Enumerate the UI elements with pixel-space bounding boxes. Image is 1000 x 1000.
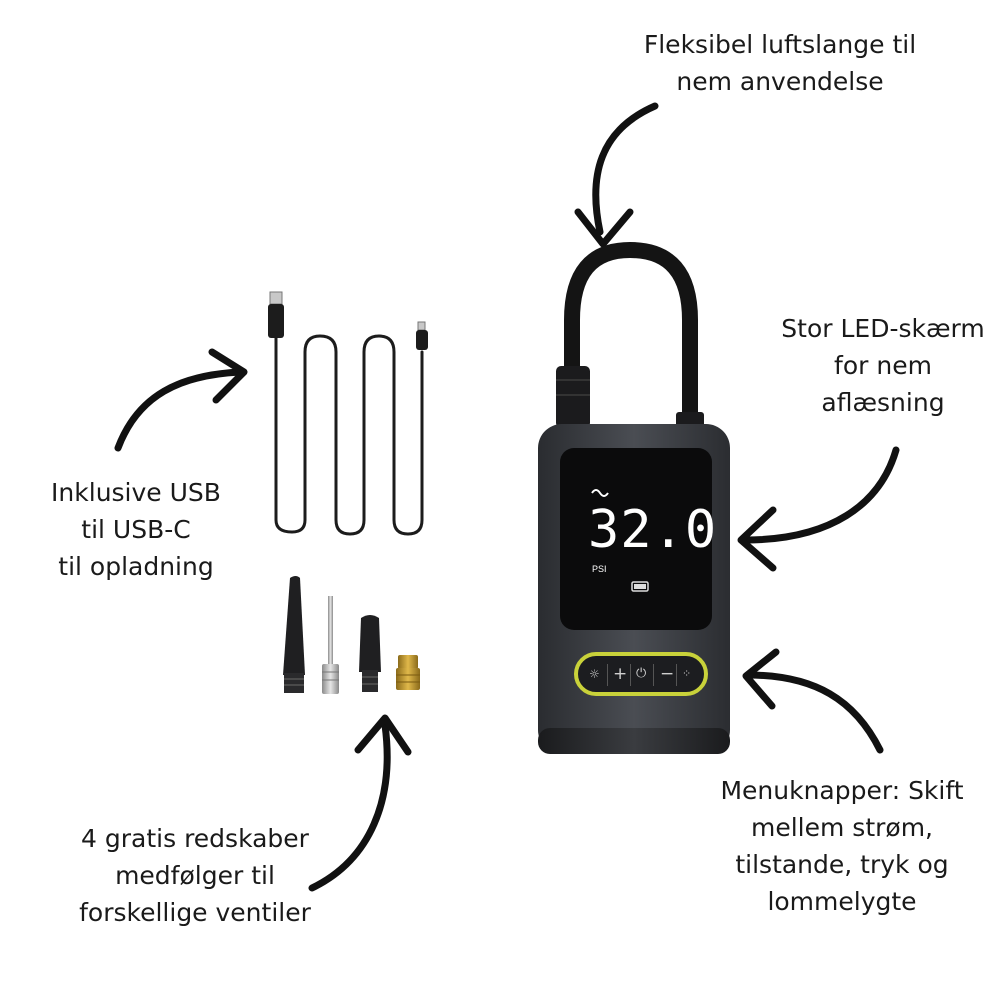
arrow-to-screen (737, 446, 900, 572)
minus-button[interactable]: − (653, 664, 676, 686)
pressure-unit: PSI (592, 564, 607, 574)
accessory-nozzles (283, 576, 420, 694)
caption-screen-line-2: for nem (834, 351, 932, 380)
mode-icon: ⁘ (682, 667, 692, 680)
power-button[interactable]: ⏻ (630, 664, 653, 686)
caption-usb-line-1: Inklusive USB (51, 478, 221, 507)
button-panel (574, 652, 708, 696)
caption-tools: 4 gratis redskaber medfølger til forskel… (40, 820, 350, 931)
caption-hose-line-1: Fleksibel luftslange til (643, 30, 917, 59)
air-hose (564, 241, 698, 428)
caption-screen-line-3: aflæsning (821, 388, 945, 417)
needle-nozzle (322, 596, 339, 694)
caption-buttons-line-4: lommelygte (767, 887, 917, 916)
caption-buttons-line-1: Menuknapper: Skift (720, 776, 964, 805)
usb-c-cable (268, 291, 428, 536)
caption-buttons: Menuknapper: Skift mellem strøm, tilstan… (690, 772, 994, 920)
tire-inflator (538, 241, 730, 754)
arrow-to-buttons (742, 648, 884, 754)
caption-buttons-line-2: mellem strøm, (750, 813, 933, 842)
arrow-to-cable (114, 348, 248, 452)
power-icon: ⏻ (636, 666, 647, 681)
caption-hose-line-2: nem anvendelse (676, 67, 884, 96)
arrow-to-hose (574, 102, 659, 248)
caption-usb: Inklusive USB til USB-C til opladning (26, 474, 246, 585)
arrow-to-tools (308, 714, 412, 892)
caption-hose: Fleksibel luftslange til nem anvendelse (600, 26, 960, 100)
caption-screen: Stor LED-skærm for nem aflæsning (770, 310, 996, 421)
caption-buttons-line-3: tilstande, tryk og (735, 850, 949, 879)
caption-usb-line-2: til USB-C (81, 515, 191, 544)
caption-tools-line-2: medfølger til (115, 861, 275, 890)
straight-nozzle (359, 615, 381, 692)
plus-button[interactable]: + (607, 664, 630, 686)
caption-tools-line-3: forskellige ventiler (79, 898, 311, 927)
light-icon: ☼ (589, 667, 600, 681)
pressure-reading: 32.0 (588, 500, 718, 560)
minus-icon: − (660, 664, 675, 684)
lcd-screen (560, 448, 712, 630)
caption-usb-line-3: til opladning (58, 552, 214, 581)
hose-connector (556, 366, 590, 428)
mode-button[interactable]: ⁘ (676, 664, 699, 686)
brass-adapter (396, 655, 420, 690)
caption-tools-line-1: 4 gratis redskaber (81, 824, 309, 853)
light-button[interactable]: ☼ (584, 664, 606, 686)
plus-icon: + (613, 664, 628, 684)
caption-screen-line-1: Stor LED-skærm (781, 314, 985, 343)
cone-nozzle (283, 576, 305, 693)
